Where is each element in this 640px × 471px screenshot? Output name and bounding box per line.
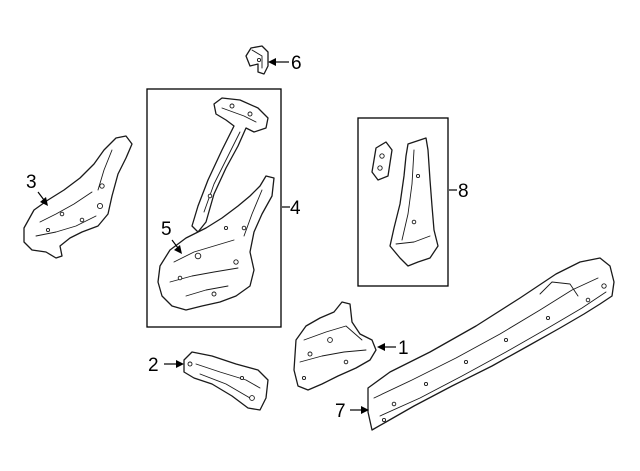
- callout-3: 3: [26, 172, 37, 193]
- callout-4: 4: [290, 198, 301, 219]
- part-6-bracket[interactable]: [245, 45, 269, 75]
- leader-3: [37, 191, 48, 206]
- part-7-rocker-panel[interactable]: [367, 257, 615, 431]
- callout-5: 5: [161, 219, 172, 240]
- part-5-lower-pillar[interactable]: [157, 175, 275, 311]
- part-4-pillar-reinforcement[interactable]: [191, 97, 269, 233]
- leader-5: [171, 239, 182, 254]
- part-8-b-pillar[interactable]: [371, 137, 439, 267]
- callout-7: 7: [335, 401, 346, 422]
- callout-2: 2: [148, 355, 159, 376]
- leader-2: [164, 360, 184, 368]
- part-2-bracket[interactable]: [183, 351, 269, 411]
- leader-6: [268, 58, 289, 66]
- callout-1: 1: [398, 338, 409, 359]
- callout-6: 6: [291, 53, 302, 74]
- group-box-4: [146, 88, 282, 328]
- callout-8: 8: [458, 181, 469, 202]
- group-box-8: [357, 117, 449, 287]
- leader-7: [350, 406, 369, 414]
- leader-1: [377, 343, 396, 351]
- part-1-rocker-extension[interactable]: [293, 301, 377, 391]
- part-3-hinge-pillar[interactable]: [23, 135, 133, 259]
